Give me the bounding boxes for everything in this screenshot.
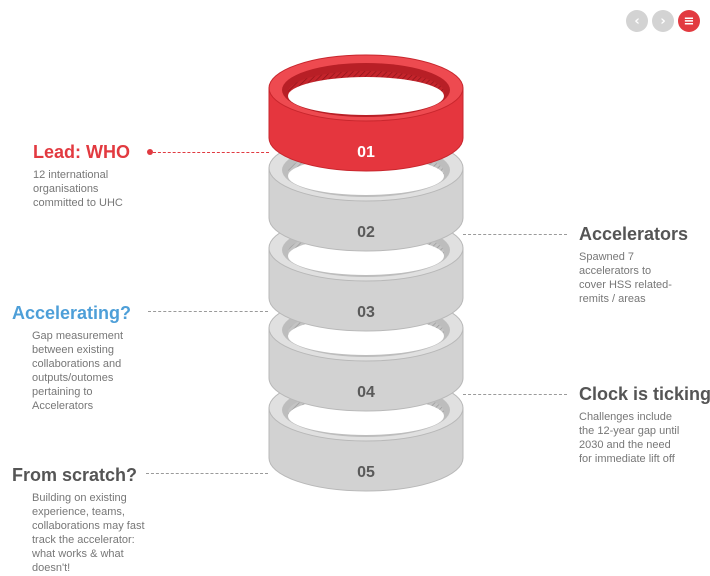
chevron-right-icon[interactable]: › bbox=[652, 10, 674, 32]
annotation-lead: Lead: WHO 12 international organisations… bbox=[33, 141, 168, 210]
accelerators-heading: Accelerators bbox=[579, 224, 689, 244]
scratch-body: Building on existing experience, teams, … bbox=[32, 492, 145, 574]
annotation-clock: Clock is ticking Challenges include the … bbox=[579, 383, 710, 466]
accelerating-body: Gap measurement between existing collabo… bbox=[32, 330, 124, 412]
scratch-heading: From scratch? bbox=[12, 465, 138, 485]
annotation-scratch: From scratch? Building on existing exper… bbox=[12, 464, 162, 575]
slide-navigation: ‹ › ≡ bbox=[626, 10, 700, 32]
accelerating-connector-line bbox=[148, 311, 268, 312]
annotation-accelerating: Accelerating? Gap measurement between ex… bbox=[12, 302, 157, 413]
chevron-left-icon[interactable]: ‹ bbox=[626, 10, 648, 32]
accelerators-connector-line bbox=[463, 234, 567, 235]
hamburger-menu-icon[interactable]: ≡ bbox=[678, 10, 700, 32]
lead-connector-dot bbox=[147, 149, 153, 155]
lead-heading: Lead: WHO bbox=[33, 142, 130, 162]
ring-01: 01 bbox=[268, 54, 464, 172]
lead-connector-line bbox=[153, 152, 269, 153]
ring-number-label: 02 bbox=[357, 224, 375, 241]
scratch-connector-line bbox=[146, 473, 268, 474]
ring-number-label: 01 bbox=[357, 144, 375, 161]
ring-number-label: 03 bbox=[357, 304, 375, 321]
annotation-accelerators: Accelerators Spawned 7 accelerators to c… bbox=[579, 223, 699, 306]
clock-body: Challenges include the 12-year gap until… bbox=[579, 411, 680, 465]
ring-hatch bbox=[288, 71, 444, 98]
clock-connector-line bbox=[463, 394, 567, 395]
ring-number-label: 05 bbox=[357, 464, 375, 481]
clock-heading: Clock is ticking bbox=[579, 384, 710, 404]
ring-number-label: 04 bbox=[357, 384, 375, 401]
accelerators-body: Spawned 7 accelerators to cover HSS rela… bbox=[579, 251, 672, 305]
accelerating-heading: Accelerating? bbox=[12, 303, 132, 323]
ring-hole bbox=[288, 77, 444, 115]
lead-body: 12 international organisations committed… bbox=[33, 169, 123, 209]
